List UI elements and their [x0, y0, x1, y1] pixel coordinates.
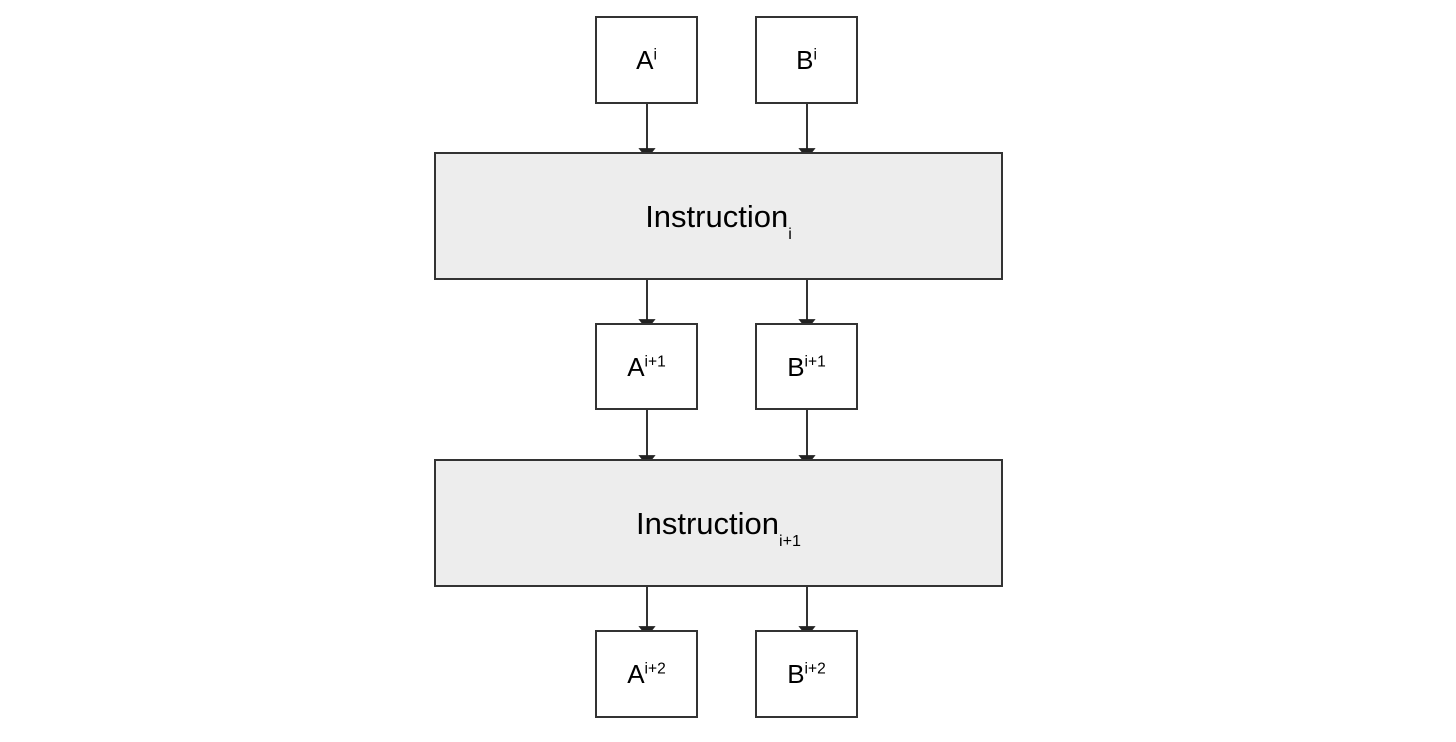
node-b-i-superscript: i — [813, 46, 817, 64]
node-b-i-plus-1-label: Bi+1 — [787, 354, 826, 380]
node-a-i-plus-1[interactable]: Ai+1 — [595, 323, 698, 410]
node-a-i-plus-2[interactable]: Ai+2 — [595, 630, 698, 718]
node-a-i-plus-1-base: A — [627, 351, 645, 382]
node-instruction-i-subscript: i — [788, 224, 792, 243]
node-instruction-i[interactable]: Instructioni — [434, 152, 1003, 280]
node-b-i-plus-2[interactable]: Bi+2 — [755, 630, 858, 718]
node-instruction-i-label: Instructioni — [645, 198, 792, 242]
node-b-i-plus-1-superscript: i+1 — [804, 352, 826, 370]
node-b-i-plus-2-label: Bi+2 — [787, 661, 826, 687]
node-a-i-base: A — [636, 45, 654, 75]
node-b-i[interactable]: Bi — [755, 16, 858, 104]
node-instruction-i-plus-1-label: Instructioni+1 — [636, 505, 801, 549]
node-a-i-superscript: i — [653, 46, 657, 64]
node-a-i[interactable]: Ai — [595, 16, 698, 104]
node-a-i-plus-2-label: Ai+2 — [627, 661, 666, 687]
node-a-i-plus-1-superscript: i+1 — [644, 352, 666, 370]
node-a-i-label: Ai — [636, 47, 657, 73]
node-b-i-plus-1[interactable]: Bi+1 — [755, 323, 858, 410]
node-b-i-plus-1-base: B — [787, 351, 805, 382]
node-b-i-label: Bi — [796, 47, 817, 73]
node-instruction-i-plus-1-subscript: i+1 — [779, 531, 801, 550]
node-instruction-i-base: Instruction — [645, 198, 789, 234]
node-a-i-plus-2-superscript: i+2 — [644, 660, 666, 678]
node-instruction-i-plus-1-base: Instruction — [636, 505, 780, 541]
node-a-i-plus-2-base: A — [627, 659, 645, 689]
node-b-i-plus-2-base: B — [787, 659, 805, 689]
node-a-i-plus-1-label: Ai+1 — [627, 354, 666, 380]
node-b-i-base: B — [796, 45, 814, 75]
node-b-i-plus-2-superscript: i+2 — [804, 660, 826, 678]
node-instruction-i-plus-1[interactable]: Instructioni+1 — [434, 459, 1003, 587]
